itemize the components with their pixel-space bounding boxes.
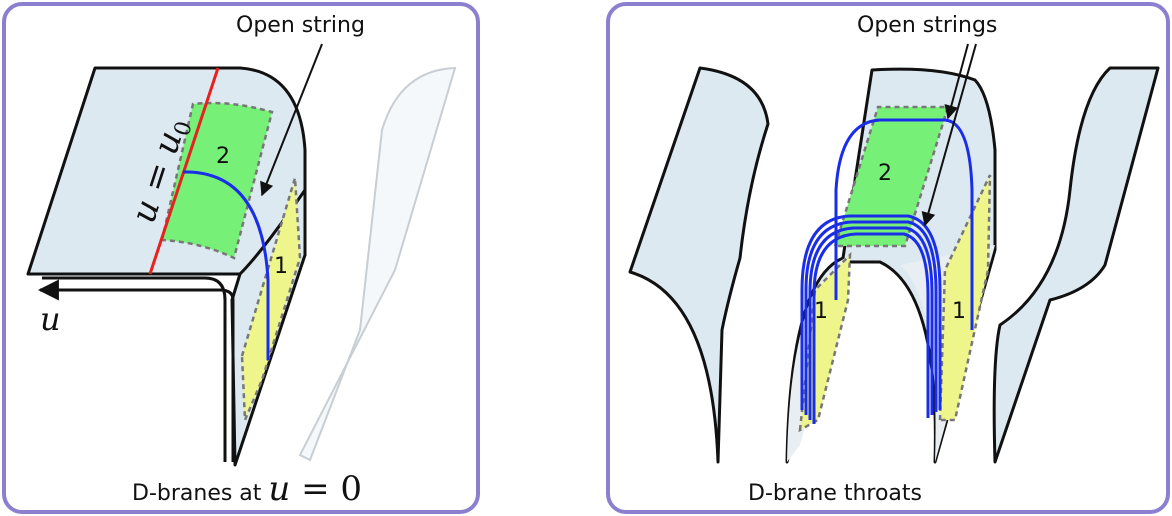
region-2-label: 2 bbox=[216, 144, 230, 169]
open-string-upper bbox=[834, 118, 974, 330]
region-2 bbox=[833, 105, 950, 248]
u-axis-label: u bbox=[40, 300, 61, 338]
open-strings-label: Open strings bbox=[857, 13, 997, 38]
left-panel-frame bbox=[2, 2, 480, 514]
open-string-4 bbox=[812, 232, 930, 424]
region-1-label: 1 bbox=[274, 254, 288, 279]
ghost-brane bbox=[298, 66, 457, 462]
open-string-label: Open string bbox=[236, 13, 365, 38]
region-1 bbox=[240, 177, 302, 421]
open-string-bundle bbox=[800, 118, 974, 424]
open-string-2 bbox=[804, 220, 938, 415]
open-string-pointer bbox=[260, 43, 323, 197]
open-string bbox=[182, 170, 270, 360]
open-string-3 bbox=[808, 226, 934, 420]
throat-left bbox=[628, 66, 770, 464]
open-strings-pointer-2 bbox=[921, 43, 977, 227]
left-caption: D-branes at u = 0 bbox=[132, 469, 362, 509]
open-strings-pointer-1 bbox=[944, 43, 969, 120]
region-2 bbox=[160, 101, 274, 260]
region-1-right bbox=[938, 174, 992, 422]
region-2-label: 2 bbox=[878, 161, 892, 186]
open-string-1 bbox=[800, 214, 942, 410]
right-panel: 2 1 1 Open strings D-brane throats bbox=[606, 2, 1170, 514]
u-axis-inner bbox=[80, 290, 240, 462]
right-caption: D-brane throats bbox=[748, 481, 922, 506]
region-1-left-label: 1 bbox=[814, 299, 828, 324]
region-1-right-label: 1 bbox=[952, 299, 966, 324]
u-axis-arrow bbox=[37, 279, 235, 462]
right-panel-frame bbox=[606, 2, 1170, 514]
throat-right bbox=[992, 66, 1160, 464]
u-axis-outer bbox=[42, 276, 227, 462]
left-panel: u = u0 u 2 1 Open string D-branes at u =… bbox=[2, 2, 480, 514]
cutoff-equation-label: u = u0 bbox=[124, 113, 198, 229]
